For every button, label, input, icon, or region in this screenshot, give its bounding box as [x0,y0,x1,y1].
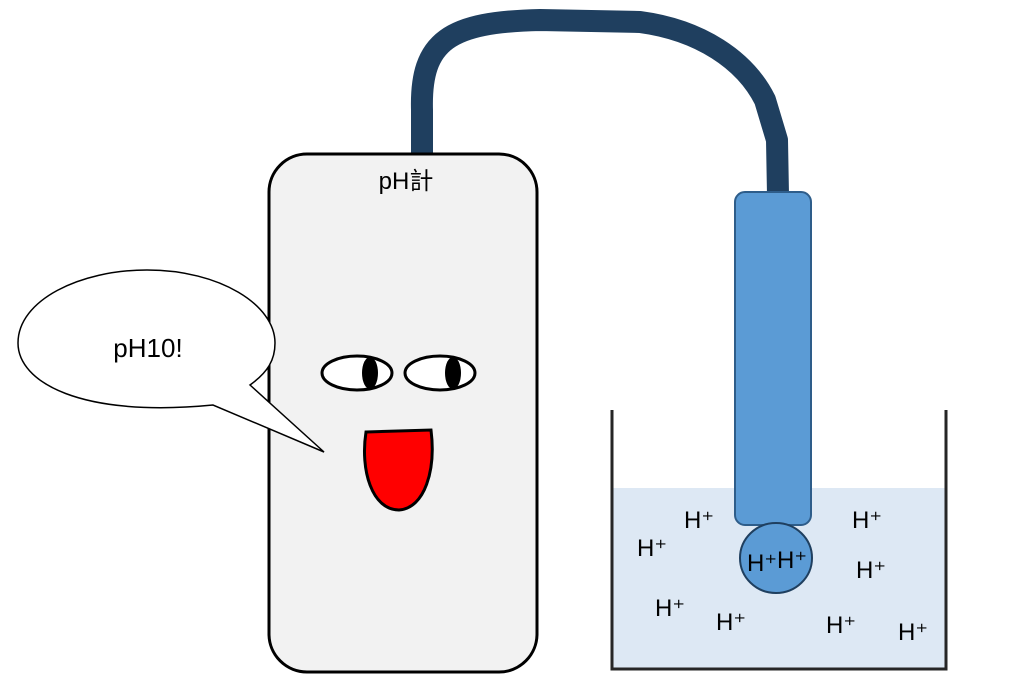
speech-bubble [17,269,325,453]
ph-meter-body [267,152,539,674]
probe-tip [739,522,813,594]
ion-label: H⁺ [852,507,882,534]
beaker [610,410,948,671]
ion-label: H⁺ [856,557,886,584]
probe-tip-ion: H⁺ [747,550,777,577]
left-eye [320,354,394,392]
probe-tip-ion: H⁺ [777,547,807,574]
ion-label: H⁺ [898,619,928,646]
right-eye [403,354,477,392]
ion-label: H⁺ [716,609,746,636]
mouth [362,428,434,512]
speech-text: pH10! [113,333,182,363]
ion-label: H⁺ [826,612,856,639]
ion-label: H⁺ [637,535,667,562]
probe-cable [410,9,789,206]
probe-body [734,191,812,526]
ion-label: H⁺ [655,595,685,622]
ion-label: H⁺ [684,507,714,534]
ph-meter-title: pH計 [379,168,434,195]
